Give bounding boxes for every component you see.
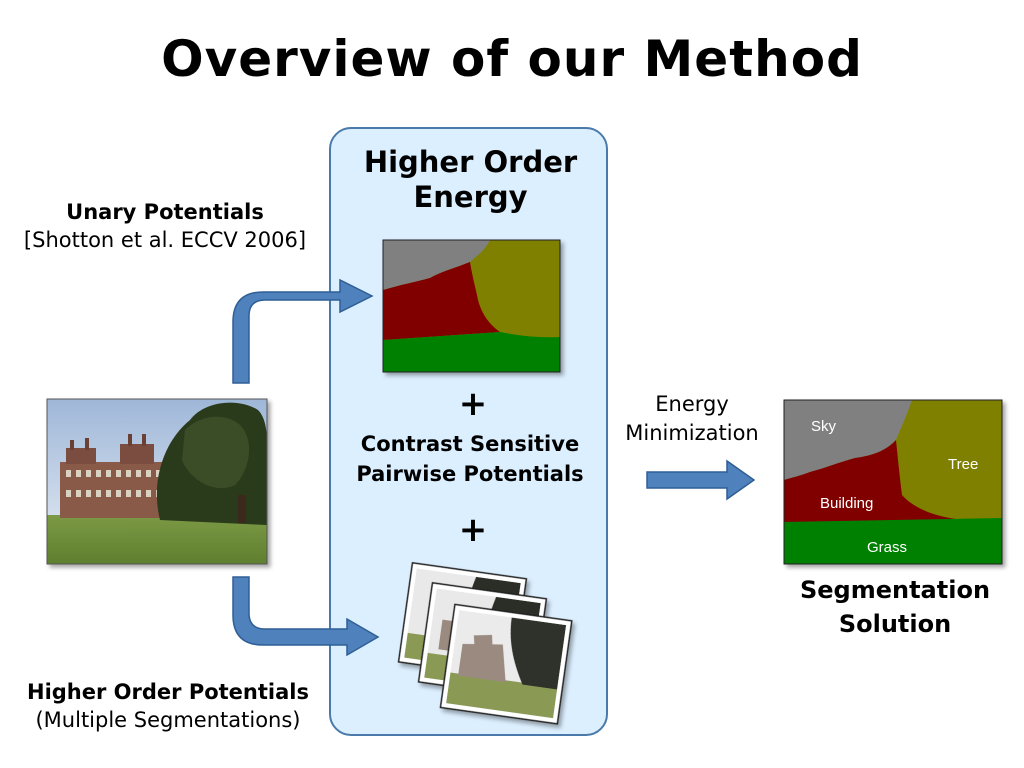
input-photo [46,398,268,565]
seg-label-grass: Grass [867,539,907,556]
seg-label-sky: Sky [811,418,837,435]
house-in-photo [60,434,175,518]
pairwise-line-1: Contrast Sensitive [360,432,580,456]
panel-title-line-1: Higher Order [363,145,578,179]
unary-title: Unary Potentials [66,200,264,224]
energy-minimization-line-2: Minimization [625,421,759,446]
seg-label-tree: Tree [948,456,978,473]
pairwise-line-2: Pairwise Potentials [356,462,584,487]
segmentation-solution-image [783,399,1003,565]
energy-minimization-line-1: Energy [655,392,729,416]
segmentation-solution-label: Segmentation Solution [790,574,1000,641]
unary-citation: [Shotton et al. ECCV 2006] [23,228,307,253]
solution-line-2: Solution [838,609,952,638]
plus-sign-2: + [458,510,488,550]
pairwise-potentials-label: Contrast Sensitive Pairwise Potentials [340,429,600,490]
unary-potentials-label: Unary Potentials [Shotton et al. ECCV 20… [10,198,320,255]
higher-order-sublabel: (Multiple Segmentations) [35,708,301,733]
higher-order-title: Higher Order Potentials [27,680,309,704]
panel-title: Higher Order Energy [329,145,612,215]
solution-line-1: Segmentation [799,576,991,604]
slide-title: Overview of our Method [161,30,863,88]
seg-label-building: Building [820,495,873,512]
energy-minimization-arrow [646,459,756,501]
tree-in-photo [156,402,268,525]
energy-minimization-label: Energy Minimization [612,390,772,449]
plus-sign-1: + [458,384,488,424]
panel-title-line-2: Energy [413,179,528,214]
higher-order-potentials-label: Higher Order Potentials (Multiple Segmen… [8,678,328,735]
